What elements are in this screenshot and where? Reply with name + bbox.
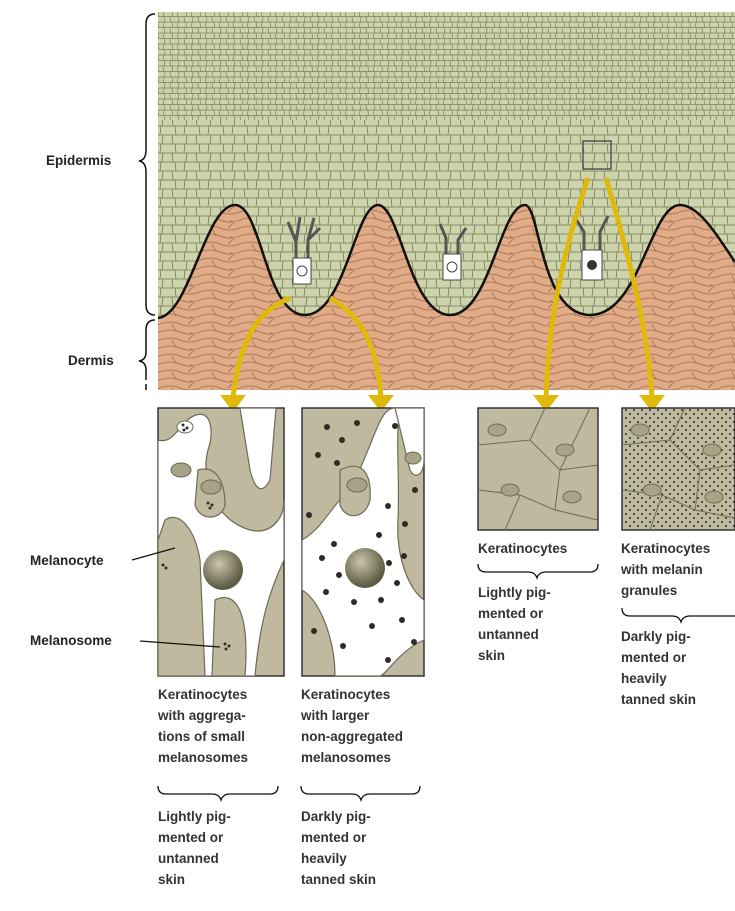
brace-panel-3	[478, 564, 598, 578]
panel-4-skin-type: Darkly pig- mented or heavily tanned ski…	[621, 626, 696, 710]
brace-panel-4	[622, 608, 735, 622]
brace-panel-1	[158, 786, 278, 800]
panel-4-illustration	[622, 408, 735, 530]
panel-3-skin-type: Lightly pig- mented or untanned skin	[478, 582, 551, 666]
epidermis-brace	[139, 14, 155, 315]
panel-3-illustration	[478, 408, 598, 530]
epidermis-upper-layer	[158, 12, 735, 120]
panel-2-skin-type: Darkly pig- mented or heavily tanned ski…	[301, 806, 376, 890]
panel-1-description: Keratinocytes with aggrega- tions of sma…	[158, 684, 248, 768]
panel-3-description: Keratinocytes	[478, 538, 567, 559]
epidermis-label: Epidermis	[46, 154, 111, 168]
dermis-label: Dermis	[68, 354, 114, 368]
melanocyte-label: Melanocyte	[30, 554, 104, 568]
panel-1-illustration	[158, 408, 284, 676]
melanosome-label: Melanosome	[30, 634, 112, 648]
panel-2-illustration	[302, 408, 424, 676]
dermis-brace	[139, 320, 155, 390]
panel-2-description: Keratinocytes with larger non-aggregated…	[301, 684, 403, 768]
panel-4-description: Keratinocytes with melanin granules	[621, 538, 710, 601]
brace-panel-2	[301, 786, 420, 800]
tissue-block	[158, 12, 735, 390]
panel-1-skin-type: Lightly pig- mented or untanned skin	[158, 806, 231, 890]
